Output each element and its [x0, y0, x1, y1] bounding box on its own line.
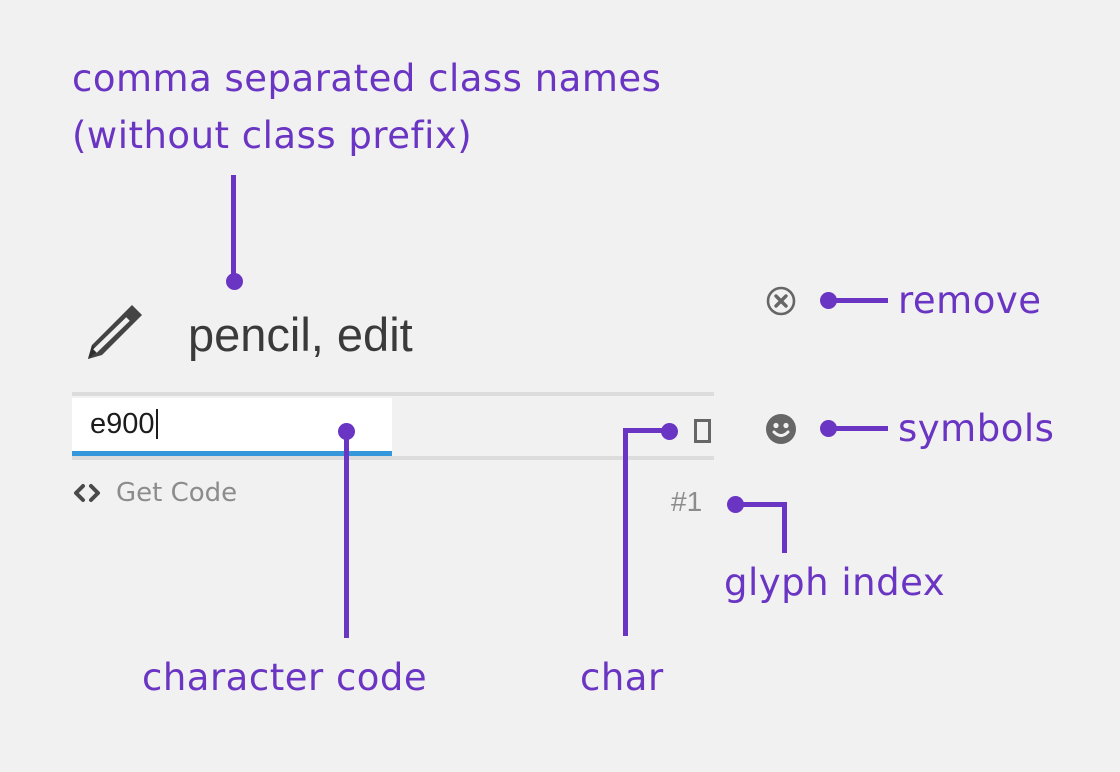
connector-class-names-line	[231, 175, 236, 285]
glyph-editor-row	[72, 392, 714, 460]
connector-char-line-vertical	[623, 428, 628, 636]
connector-symbols-line	[828, 426, 888, 431]
connector-character-code-line	[344, 431, 349, 638]
get-code-label: Get Code	[116, 478, 238, 508]
smiley-face-icon[interactable]	[765, 413, 797, 445]
connector-remove-line	[828, 298, 888, 303]
glyph-names-label: pencil, edit	[188, 308, 413, 361]
character-code-value: e900	[90, 408, 155, 440]
connector-class-names-dot	[226, 273, 243, 290]
annotation-remove: remove	[898, 279, 1042, 322]
connector-glyph-index-line-vertical	[782, 502, 787, 553]
annotation-class-names: comma separated class names (without cla…	[72, 57, 662, 157]
connector-char-line-horizontal	[623, 428, 668, 433]
text-caret	[155, 409, 158, 439]
annotation-glyph-index: glyph index	[724, 561, 946, 604]
glyph-index-number: #1	[671, 486, 703, 517]
circle-x-icon[interactable]	[765, 285, 797, 317]
code-brackets-icon	[72, 480, 102, 506]
annotation-symbols: symbols	[898, 407, 1055, 450]
annotation-char: char	[580, 656, 664, 699]
connector-glyph-index-line-horizontal	[735, 502, 787, 507]
connector-char-dot	[661, 423, 678, 440]
pencil-icon[interactable]	[72, 303, 144, 369]
annotation-character-code: character code	[142, 656, 428, 699]
get-code-button[interactable]: Get Code	[72, 478, 237, 508]
char-preview-box	[694, 419, 711, 443]
